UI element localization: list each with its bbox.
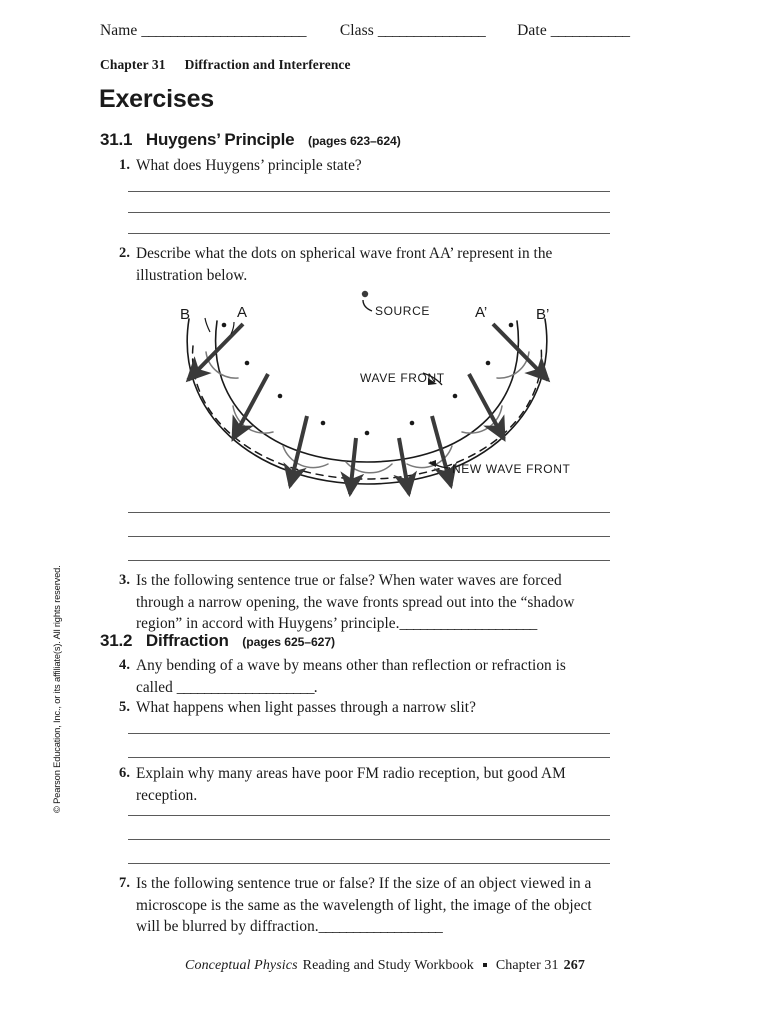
figure-label-a-prime: A’ (475, 304, 487, 321)
inline-answer-blank[interactable]: ____________________ (399, 615, 537, 632)
answer-line[interactable] (128, 839, 610, 840)
question-3: 3. Is the following sentence true or fal… (108, 570, 608, 635)
answer-line[interactable] (128, 757, 610, 758)
question-text: Is the following sentence true or false?… (136, 570, 596, 635)
question-number: 1. (119, 157, 130, 173)
chapter-title: Diffraction and Interference (184, 57, 351, 72)
question-text: Any bending of a wave by means other tha… (136, 655, 606, 698)
question-1: 1. What does Huygens’ principle state? (108, 155, 608, 177)
label-b-leader (204, 317, 211, 333)
label-a-leader (230, 321, 235, 335)
footer-book-subtitle: Reading and Study Workbook (302, 958, 474, 973)
name-label: Name (100, 22, 138, 39)
figure-label-source: SOURCE (375, 304, 430, 318)
question-text: Describe what the dots on spherical wave… (136, 245, 553, 284)
figure-label-wave-front: WAVE FRONT (360, 371, 445, 385)
footer-chapter: Chapter 31 (495, 958, 559, 973)
question-number: 5. (119, 699, 130, 715)
source-leader-line (362, 299, 373, 312)
page-title: Exercises (99, 85, 214, 113)
section-number: 31.2 (100, 631, 133, 650)
question-2: 2. Describe what the dots on spherical w… (108, 243, 608, 286)
inline-answer-blank[interactable]: ____________________ (176, 678, 315, 696)
question-text: What happens when light passes through a… (136, 699, 476, 716)
question-text: What does Huygens’ principle state? (136, 157, 362, 174)
answer-line[interactable] (128, 815, 610, 816)
question-text: Explain why many areas have poor FM radi… (136, 765, 566, 804)
footer-book-title: Conceptual Physics (185, 958, 298, 973)
header-fields: Name _______________________ Class _____… (100, 22, 670, 40)
question-trailing-punctuation: . (313, 678, 318, 696)
new-wave-front-envelope (191, 345, 543, 480)
class-blank[interactable]: _______________ (377, 22, 486, 39)
question-number: 3. (119, 572, 130, 588)
section-pages: (pages 625–627) (242, 635, 335, 649)
date-blank[interactable]: ___________ (550, 22, 630, 39)
answer-line[interactable] (128, 233, 610, 234)
huygens-wavelets (205, 351, 530, 474)
section-heading-31-2: 31.2 Diffraction (pages 625–627) (100, 631, 335, 651)
figure-label-b: B (180, 306, 190, 323)
chapter-number: Chapter 31 (100, 57, 166, 72)
question-number: 2. (119, 245, 130, 261)
question-5: 5. What happens when light passes throug… (108, 697, 608, 719)
question-number: 7. (119, 875, 130, 891)
wave-front-leader-line (422, 372, 443, 386)
section-name: Diffraction (145, 631, 229, 650)
figure-label-new-wave-front: NEW WAVE FRONT (452, 462, 570, 476)
answer-line[interactable] (128, 512, 610, 513)
name-blank[interactable]: _______________________ (141, 22, 306, 39)
footer-page-number: 267 (563, 958, 585, 973)
wavefront-point-dots (221, 322, 514, 436)
answer-line[interactable] (128, 733, 610, 734)
chapter-heading: Chapter 31 Diffraction and Interference (100, 57, 351, 73)
wave-front-arc-aa (214, 320, 520, 463)
answer-line[interactable] (128, 191, 610, 192)
figure-label-b-prime: B’ (536, 306, 549, 323)
source-dot (361, 290, 369, 298)
question-4: 4. Any bending of a wave by means other … (108, 655, 608, 698)
propagation-arrows (185, 322, 551, 498)
question-7: 7. Is the following sentence true or fal… (108, 873, 608, 938)
inline-answer-blank[interactable]: __________________ (318, 918, 443, 935)
wave-front-leader-arrow (428, 378, 437, 385)
answer-line[interactable] (128, 212, 610, 213)
section-heading-31-1: 31.1 Huygens’ Principle (pages 623–624) (100, 130, 401, 150)
huygens-wavefront-diagram: SOURCE WAVE FRONT NEW WAVE FRONT B A A’ … (160, 286, 580, 501)
question-body: Is the following sentence true or false?… (136, 572, 575, 632)
question-body: Is the following sentence true or false?… (136, 875, 592, 935)
question-number: 6. (119, 765, 130, 781)
answer-line[interactable] (128, 863, 610, 864)
class-label: Class (339, 22, 374, 39)
copyright-notice: © Pearson Education, Inc., or its affili… (52, 565, 62, 813)
figure-label-a: A (237, 304, 247, 321)
question-6: 6. Explain why many areas have poor FM r… (108, 763, 608, 806)
answer-line[interactable] (128, 560, 610, 561)
question-text: Is the following sentence true or false?… (136, 873, 598, 938)
question-body: Any bending of a wave by means other tha… (136, 657, 566, 696)
question-number: 4. (119, 657, 130, 673)
wave-front-arc-bb (186, 318, 548, 485)
answer-line[interactable] (128, 536, 610, 537)
date-label: Date (517, 22, 547, 39)
page-footer: Conceptual Physics Reading and Study Work… (0, 958, 770, 974)
section-pages: (pages 623–624) (308, 134, 401, 148)
section-number: 31.1 (100, 130, 133, 149)
section-name: Huygens’ Principle (145, 130, 295, 149)
new-wave-front-leader-arrow (428, 460, 436, 467)
footer-separator-icon (482, 962, 487, 967)
